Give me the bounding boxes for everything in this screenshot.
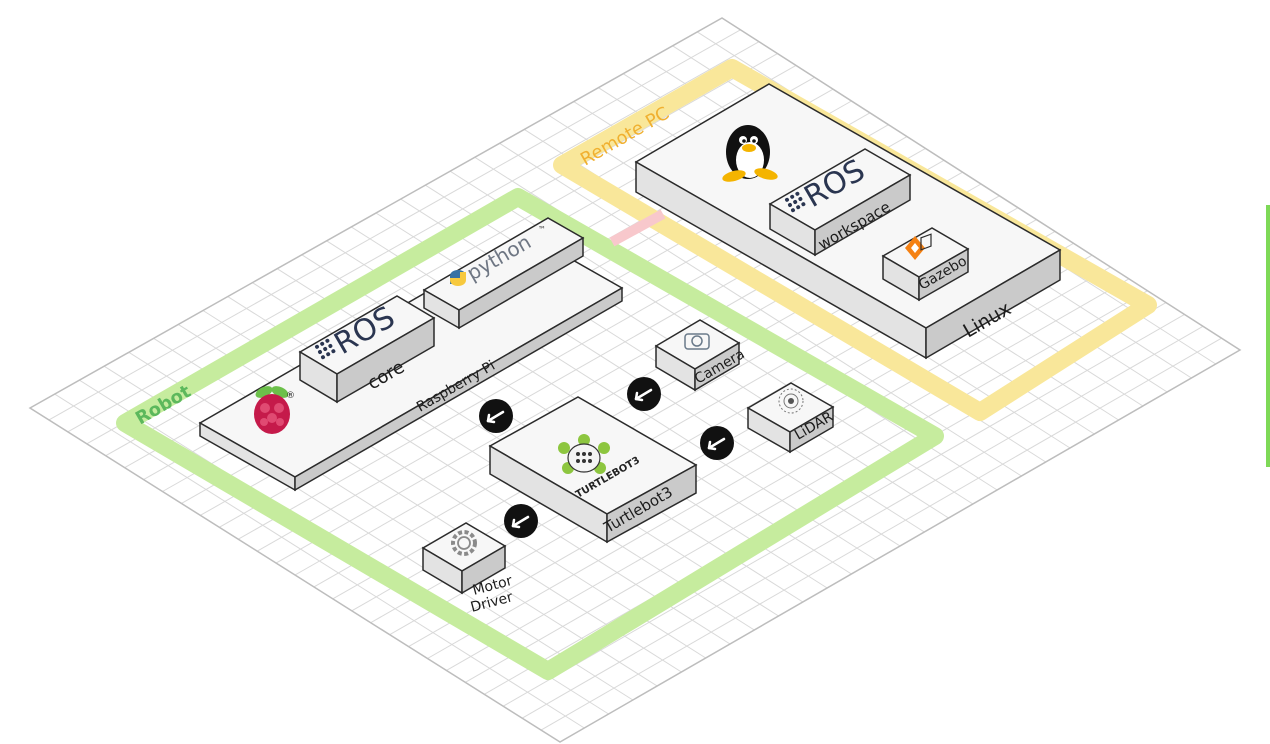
raspberry-pi-registered-mark: ®	[286, 391, 295, 401]
robot-zone-band	[116, 188, 944, 680]
tux-penguin-icon	[722, 125, 778, 182]
grid-floor-outline	[28, 17, 1242, 743]
ros-logo-icon	[315, 338, 336, 360]
python-module: python ™	[422, 217, 585, 330]
robot-remote-link	[609, 209, 666, 247]
camera-module: Camera	[654, 319, 748, 392]
grid-line	[499, 142, 1022, 477]
right-edge-accent	[1266, 205, 1270, 467]
python-trademark: ™	[538, 225, 546, 234]
grid-line	[427, 266, 1111, 659]
ros-logo-icon	[785, 191, 806, 213]
gazebo-logo-icon	[905, 233, 932, 260]
grid-line	[502, 313, 1185, 707]
arrow-badge-pi-turtlebot	[479, 399, 513, 433]
arrow-badge-motor-turtlebot	[504, 504, 538, 538]
turtlebot-module: TURTLEBOT3 Turtlebot3	[488, 396, 698, 544]
python-logo-icon	[450, 270, 466, 286]
robot-zone-label: Robot	[132, 381, 195, 429]
grid-line	[540, 337, 1222, 731]
lidar-icon	[778, 388, 804, 414]
grid-line	[465, 290, 1148, 683]
ros-core-module: ROS core	[298, 295, 436, 404]
lidar-module: LiDAR	[746, 382, 836, 454]
grid-line	[446, 278, 1130, 671]
arrow-badge-lidar-turtlebot	[700, 426, 734, 460]
motor-driver-module: Motor Driver	[421, 522, 515, 616]
camera-icon	[684, 333, 710, 350]
turtlebot-logo-icon	[558, 434, 610, 474]
raspberry-pi-logo-icon	[254, 386, 290, 434]
gear-icon	[451, 530, 477, 556]
grid-line	[521, 325, 1204, 719]
arrow-badge-camera-turtlebot	[627, 377, 661, 411]
gazebo-module: Gazebo	[881, 227, 970, 302]
